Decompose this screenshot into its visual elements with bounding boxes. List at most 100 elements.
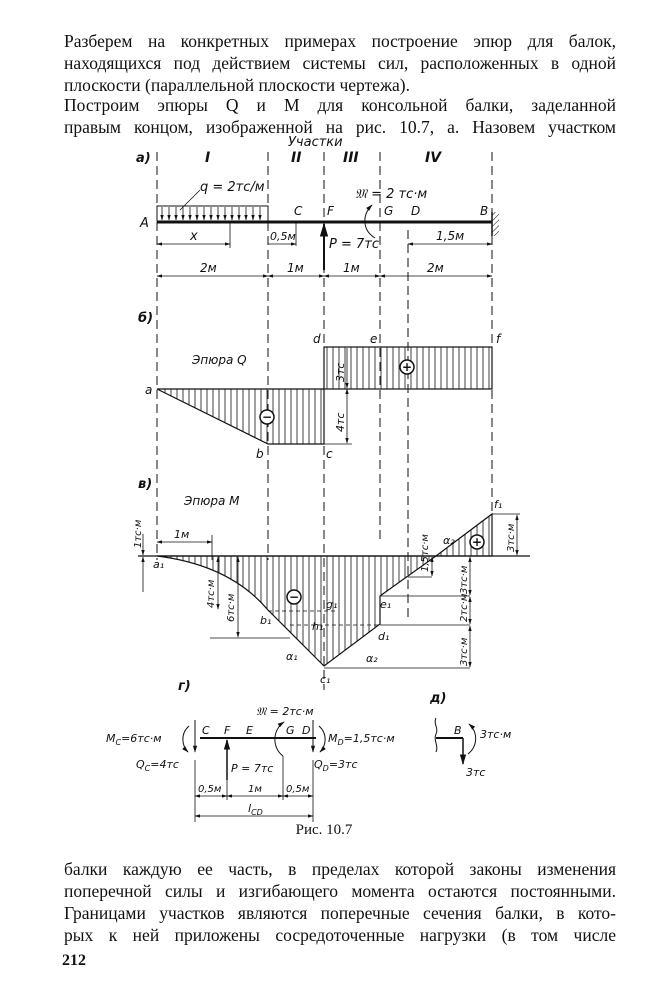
text-line: находящихся под действием системы сил, р… <box>64 53 616 73</box>
m-dimension-lines <box>141 514 519 668</box>
panel-label-a: а) <box>136 151 151 166</box>
section-label: I <box>205 150 210 166</box>
section-label: IV <box>425 150 442 166</box>
qd-label: QD=3тс <box>314 758 358 773</box>
md-label: MD=1,5тс·м <box>328 732 395 747</box>
text-line: Границами участков являются поперечные с… <box>64 903 616 923</box>
m-dim-3tcm-top: 3тс·м <box>506 523 517 552</box>
segment-length: lCD <box>248 802 263 817</box>
minus-sign <box>259 409 275 425</box>
md-arrow <box>318 725 326 753</box>
m-dim-6tcm: 6тс·м <box>226 593 237 622</box>
moment-label: 𝔐 = 2 тс·м <box>355 187 427 202</box>
mc-label: MC=6тс·м <box>106 732 162 747</box>
plus-text: + <box>402 360 412 374</box>
text-line: Построим эпюры Q и M для консольной балк… <box>64 95 616 115</box>
q-negative-area <box>156 388 325 445</box>
m-point-a1: a₁ <box>153 558 164 571</box>
point-A: A <box>139 216 149 231</box>
paragraph-construct: Построим эпюры Q и M для консольной балк… <box>64 94 616 138</box>
section-label: III <box>343 150 359 166</box>
panel-label-g: г) <box>178 679 191 694</box>
text-line: правым концом, изображенной на рис. 10.7… <box>64 117 616 137</box>
m-dim-2tcm: 2тс·м <box>459 593 470 622</box>
dim-0-5m: 0,5м <box>270 230 296 243</box>
moment-label: 𝔐 = 2тс·м <box>256 705 314 718</box>
force-P-label: P = 7тс <box>329 237 379 252</box>
point-B: B <box>480 204 488 218</box>
q-point-b: b <box>256 447 264 461</box>
text-line: плоскости (параллельной плоскости чертеж… <box>64 75 411 95</box>
minus-sign <box>286 589 302 605</box>
point-F: F <box>327 204 335 218</box>
paragraph-intro: Разберем на конкретных примерах построен… <box>64 30 616 96</box>
mc-arrow <box>182 725 190 753</box>
span-label: 1м <box>287 261 304 275</box>
m-diagram-title: Эпюра M <box>183 494 240 508</box>
support-b-point: B <box>454 724 462 737</box>
segment-dim: 0,5м <box>286 784 310 795</box>
figure-caption: Рис. 10.7 <box>295 822 353 838</box>
qc-label: QC=4тс <box>136 758 179 773</box>
segment-dim: 1м <box>248 784 262 795</box>
m-dim-1tcm: 1тс·м <box>133 519 144 548</box>
point-D: D <box>411 204 420 218</box>
q-point-a: a <box>145 383 152 397</box>
plus-sign <box>469 534 485 550</box>
span-label: 2м <box>200 261 217 275</box>
support-b-moment-arrow <box>467 723 477 755</box>
m-dim-3tcm-bot: 3тс·м <box>459 637 470 666</box>
dimension-lines <box>156 222 493 278</box>
m-point-e1: e₁ <box>380 598 391 611</box>
dim-x: x <box>189 229 198 244</box>
panel-label-d: д) <box>429 691 446 706</box>
sections-title: Участки <box>288 135 343 150</box>
m-dim-4tcm: 4тс·м <box>206 579 217 608</box>
q-point-f: f <box>496 332 502 346</box>
page-number: 212 <box>62 952 86 969</box>
moment-arrow <box>364 204 376 239</box>
m-point-d1: d₁ <box>378 630 389 643</box>
m-point-h1: h₁ <box>312 620 323 633</box>
m-point-f1: f₁ <box>494 498 502 511</box>
minus-text: − <box>262 410 272 424</box>
plus-sign <box>399 359 415 375</box>
plus-text: + <box>472 535 482 549</box>
segment-point: G <box>286 724 295 737</box>
segment-point: F <box>224 724 231 737</box>
moment-arrow <box>274 721 285 757</box>
m-point-b1: b₁ <box>260 614 271 627</box>
support-b-force: 3тс <box>466 766 485 779</box>
angle-alpha2: α₂ <box>443 534 455 547</box>
section-label: II <box>291 150 301 166</box>
panel-label-b: б) <box>138 311 153 326</box>
m-dim-1-5tcm: 1,5тс·м <box>420 534 431 572</box>
segment-point: D <box>302 724 310 737</box>
q-pos-value: 3тс <box>334 363 347 382</box>
m-point-g1: g₁ <box>326 598 337 611</box>
dim-1-5m: 1,5м <box>436 229 464 243</box>
angle-alpha1: α₁ <box>286 650 298 663</box>
q-point-e: e <box>370 332 377 346</box>
minus-text: − <box>289 590 299 604</box>
point-G: G <box>384 204 393 218</box>
q-point-d: d <box>313 332 321 346</box>
m-dim-3tcm-mid: 3тс·м <box>459 565 470 594</box>
span-label: 1м <box>343 261 360 275</box>
point-C: C <box>294 204 303 218</box>
text-line: Разберем на конкретных примерах построен… <box>64 31 616 51</box>
segment-point: E <box>246 724 253 737</box>
load-q-label: q = 2тс/м <box>200 180 265 195</box>
fixed-support <box>492 212 499 236</box>
support-b-moment: 3тс·м <box>480 728 511 741</box>
m-dim-1m: 1м <box>174 528 189 541</box>
text-line: рых к ней приложены сосредоточенные нагр… <box>64 925 616 945</box>
q-point-c: c <box>326 447 333 461</box>
paragraph-sections: балки каждую ее часть, в пределах которо… <box>64 858 616 946</box>
m-point-c1: c₁ <box>320 673 330 686</box>
q-neg-value: 4тс <box>334 413 347 432</box>
force-P-label: P = 7тс <box>231 762 273 775</box>
segment-dim: 0,5м <box>198 784 222 795</box>
span-label: 2м <box>427 261 444 275</box>
